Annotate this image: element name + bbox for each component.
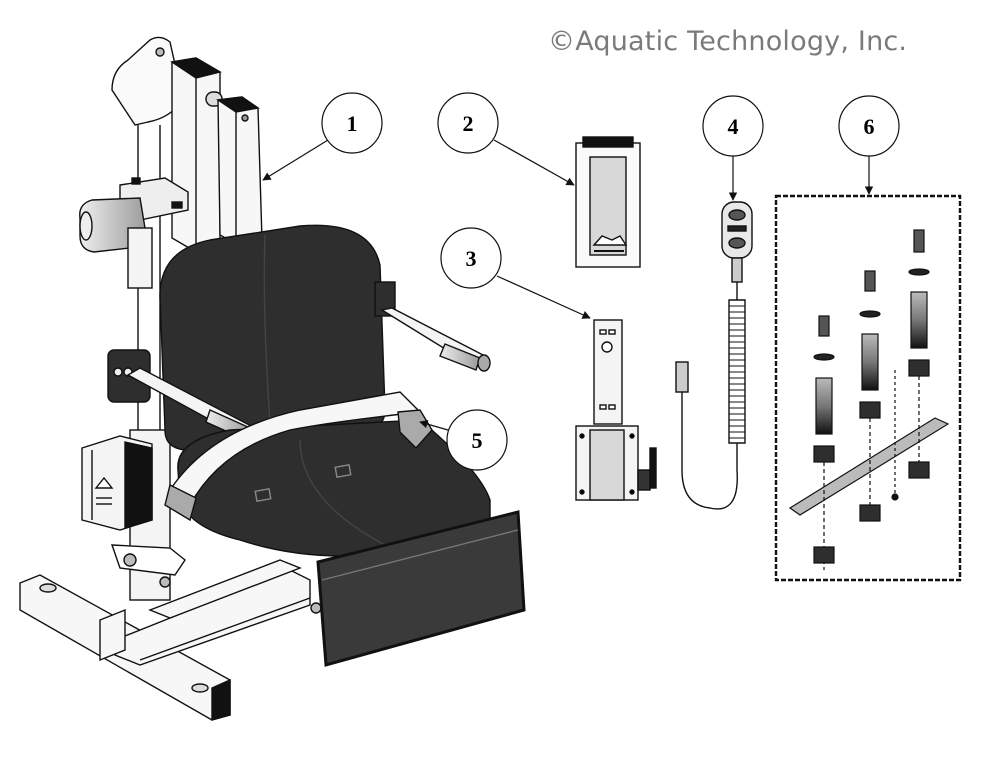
lift-assembly	[19, 36, 526, 721]
callout-3: 3	[440, 227, 502, 289]
footrest	[316, 510, 526, 667]
bolt-stack-c	[908, 229, 930, 479]
callout-4: 4	[702, 95, 764, 157]
callout-number: 3	[466, 246, 477, 271]
bolt-stack-b	[859, 270, 881, 522]
seat-belt	[164, 391, 433, 522]
callout-number: 6	[864, 114, 875, 139]
callout-2: 2	[437, 92, 499, 154]
battery-pack	[575, 136, 641, 268]
armrests	[126, 307, 491, 444]
seat-pan	[177, 419, 491, 557]
control-box	[81, 435, 153, 531]
callout-number: 5	[472, 428, 483, 453]
actuator	[79, 177, 189, 289]
callout-leaders	[262, 139, 874, 431]
base-frame	[19, 559, 311, 721]
copyright-notice: ©Aquatic Technology, Inc.	[548, 26, 908, 57]
seat-back	[159, 224, 396, 451]
callout-5: 5	[446, 409, 508, 471]
callout-number: 1	[347, 111, 358, 136]
callout-number: 2	[463, 111, 474, 136]
hand-control	[675, 201, 753, 510]
callout-6: 6	[838, 95, 900, 157]
hardware-kit	[774, 194, 962, 582]
callout-1: 1	[321, 92, 383, 154]
bolt-stack-a	[813, 315, 835, 570]
callout-number: 4	[728, 114, 739, 139]
charger-bracket	[575, 319, 657, 501]
